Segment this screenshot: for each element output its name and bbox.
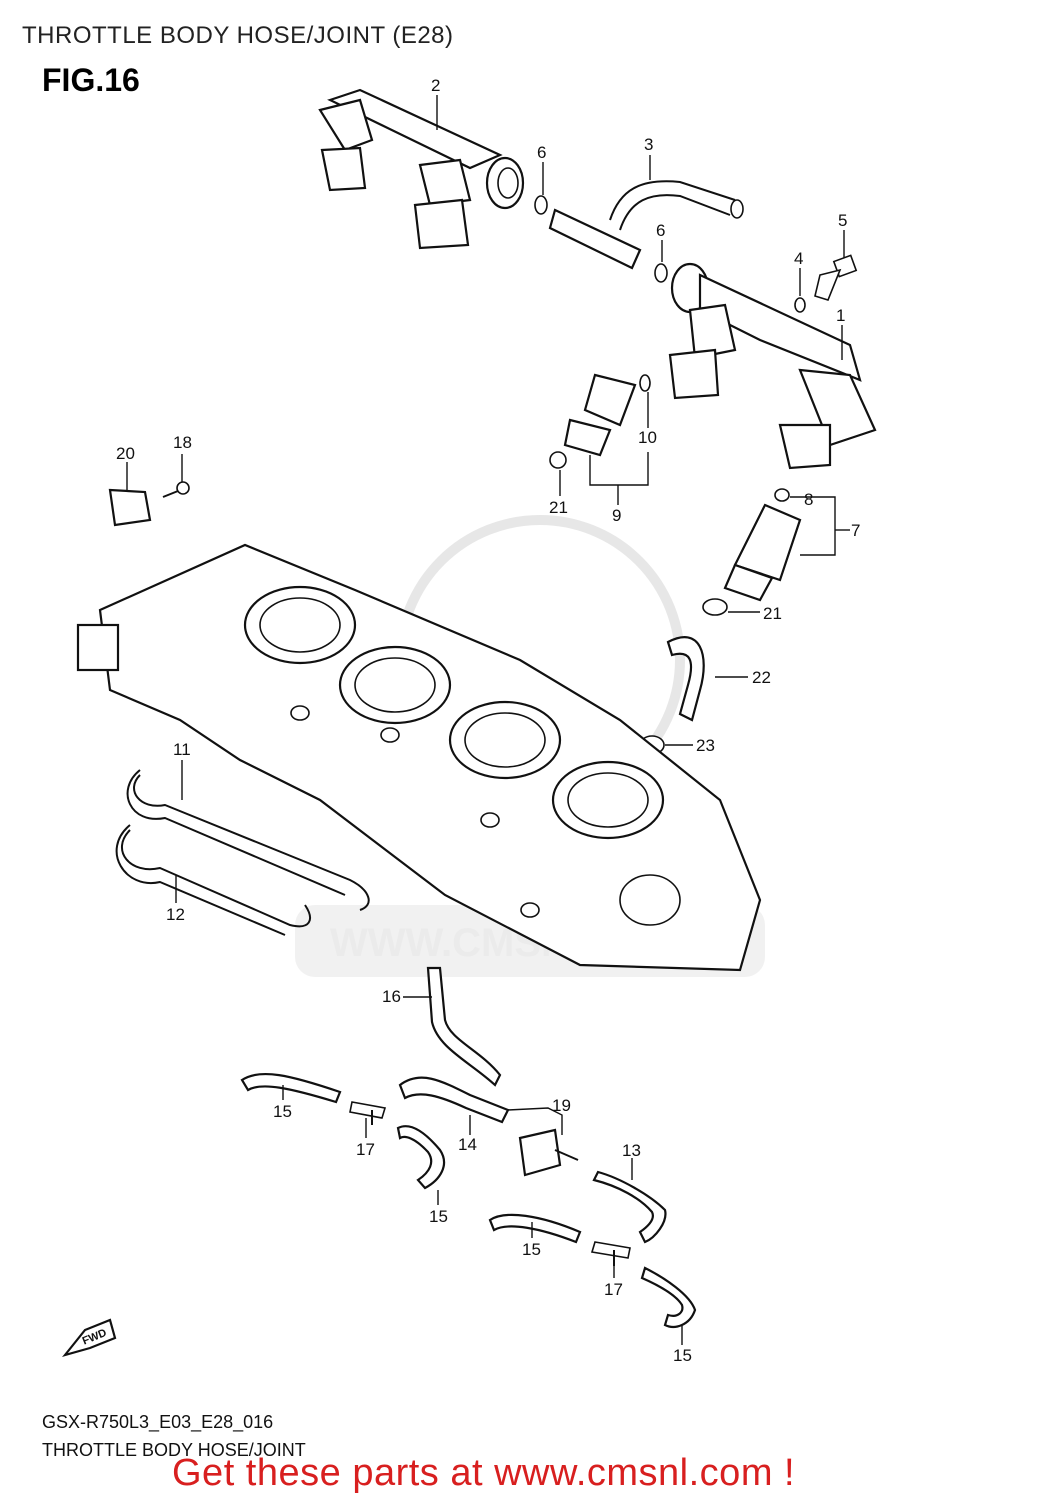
diagram-code: GSX-R750L3_E03_E28_016	[42, 1412, 274, 1432]
callout-19: 19	[552, 1096, 571, 1115]
callout-4: 4	[794, 249, 803, 268]
fuel-rail-left[interactable]	[318, 88, 525, 250]
callout-16: 16	[382, 987, 401, 1006]
washer-4[interactable]	[794, 297, 806, 313]
hose-15c[interactable]	[488, 1213, 582, 1244]
callout-5: 5	[838, 211, 847, 230]
callout-8: 8	[804, 490, 813, 509]
callout-14: 14	[458, 1135, 477, 1154]
hose-12[interactable]	[120, 829, 311, 928]
fuel-rail-right[interactable]	[668, 262, 877, 470]
diagram-title: THROTTLE BODY HOSE/JOINT	[42, 1440, 306, 1460]
callout-11: 11	[173, 740, 191, 759]
o-ring-6b[interactable]	[654, 263, 668, 283]
callout-23: 23	[696, 736, 715, 755]
bolt-5[interactable]	[814, 254, 858, 301]
callout-13: 13	[622, 1141, 641, 1160]
screw-18[interactable]	[162, 481, 190, 498]
callout-15b: 15	[429, 1207, 448, 1226]
callout-12: 12	[166, 905, 185, 924]
callout-22: 22	[752, 668, 771, 687]
joint-17b[interactable]	[590, 1241, 631, 1266]
callout-21b: 21	[763, 604, 782, 623]
hose-15b[interactable]	[396, 1125, 446, 1190]
callouts: 2 3 6 6 5 4 1 10 9 21 8 7 21 22 23 18 20…	[116, 76, 860, 1365]
leader-lines	[126, 95, 850, 1345]
callout-17b: 17	[604, 1280, 623, 1299]
callout-15a: 15	[273, 1102, 292, 1121]
injector-9[interactable]	[549, 373, 651, 469]
callout-2: 2	[431, 76, 440, 95]
callout-1: 1	[836, 306, 845, 325]
hose-14[interactable]	[398, 1076, 510, 1124]
throttle-body[interactable]	[76, 543, 762, 972]
joint-19[interactable]	[518, 1128, 579, 1177]
callout-18: 18	[173, 433, 192, 452]
hose-22[interactable]	[666, 636, 705, 722]
figure-label: FIG.16	[42, 62, 140, 98]
callout-3: 3	[644, 135, 653, 154]
callout-9: 9	[612, 506, 621, 525]
fwd-arrow-icon: FWD	[62, 1318, 117, 1357]
callout-21a: 21	[549, 498, 568, 517]
shop-link[interactable]: Get these parts at www.cmsnl.com !	[172, 1452, 796, 1494]
callout-17a: 17	[356, 1140, 375, 1159]
hose-16[interactable]	[426, 966, 502, 1087]
hose-11[interactable]	[133, 774, 370, 911]
joint-17a[interactable]	[349, 1101, 387, 1125]
fuel-joint-pipe[interactable]	[548, 180, 744, 270]
callout-15d: 15	[673, 1346, 692, 1365]
callout-7: 7	[851, 521, 860, 540]
callout-15c: 15	[522, 1240, 541, 1259]
hose-15a[interactable]	[240, 1072, 342, 1104]
callout-6a: 6	[537, 143, 546, 162]
callout-20: 20	[116, 444, 135, 463]
injector-7[interactable]	[702, 488, 802, 616]
callout-10: 10	[638, 428, 657, 447]
hose-13[interactable]	[592, 1170, 667, 1244]
sensor-20[interactable]	[108, 488, 152, 527]
hose-15d[interactable]	[640, 1266, 697, 1328]
callout-6b: 6	[656, 221, 665, 240]
o-ring-6a[interactable]	[534, 195, 548, 215]
page-header-title: THROTTLE BODY HOSE/JOINT (E28)	[22, 22, 454, 49]
